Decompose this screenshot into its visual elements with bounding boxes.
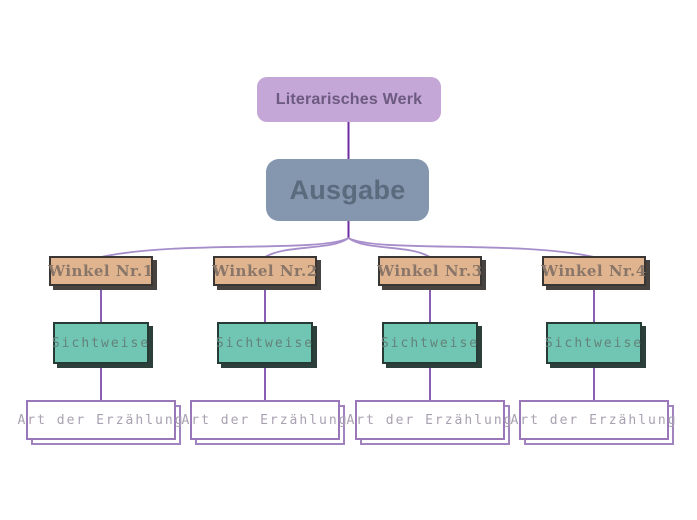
node-art-der-erzaehlung-3[interactable]: Art der Erzählung [346,400,512,440]
node-ausgabe[interactable]: Ausgabe [266,159,429,221]
edge-edition-winkel-4 [348,237,595,258]
node-art-der-erzaehlung-4[interactable]: Art der Erzählung [510,400,676,440]
edge-edition-winkel-1 [100,237,349,258]
node-sichtweise-2[interactable]: Sichtweise [216,322,313,364]
node-sichtweise-1[interactable]: Sichtweise [52,322,149,364]
node-literarisches-werk[interactable]: Literarisches Werk [257,77,441,122]
edge-edition-winkel-3 [347,237,431,258]
edge-edition-winkel-2 [264,237,350,258]
node-winkel-4[interactable]: Winkel Nr.4 [541,256,646,286]
node-winkel-1[interactable]: Winkel Nr.1 [48,256,153,286]
node-winkel-2[interactable]: Winkel Nr.2 [212,256,317,286]
node-art-der-erzaehlung-2[interactable]: Art der Erzählung [181,400,347,440]
node-sichtweise-3[interactable]: Sichtweise [381,322,478,364]
node-art-der-erzaehlung-1[interactable]: Art der Erzählung [17,400,183,440]
node-sichtweise-4[interactable]: Sichtweise [545,322,642,364]
node-winkel-3[interactable]: Winkel Nr.3 [377,256,482,286]
